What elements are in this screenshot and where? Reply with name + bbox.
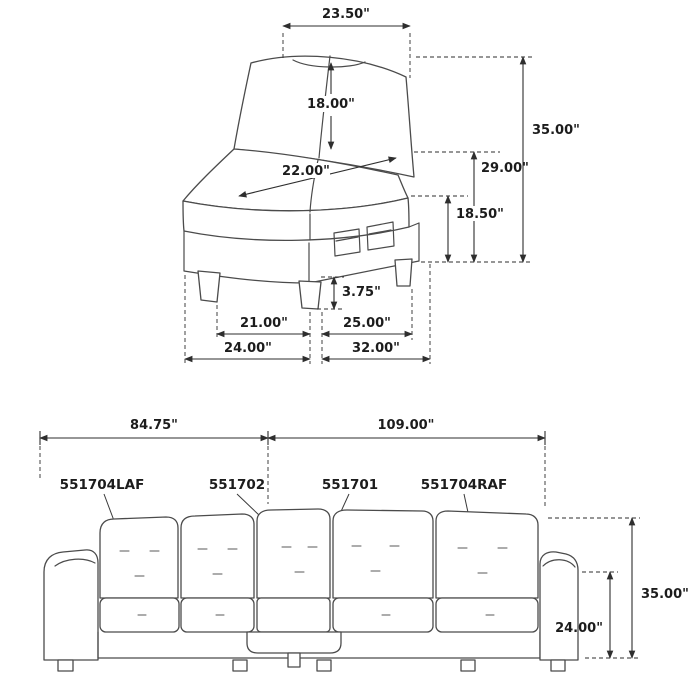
sectional-dim-left-width-label: 84.75" xyxy=(130,418,178,433)
sofa-back-cushion-4 xyxy=(435,510,539,599)
chair-dim-seat-width-label: 21.00" xyxy=(240,316,288,331)
part-label-raf-sofa: 551704RAF xyxy=(421,477,507,493)
chair-dim-overall-width-label: 24.00" xyxy=(224,341,272,356)
sectional-sofa-drawing xyxy=(43,508,579,672)
chair-drawing xyxy=(182,55,420,310)
chair-extension-lines xyxy=(184,33,532,364)
chair-dim-seat-depth-label: 22.00" xyxy=(282,164,330,179)
sofa-left-arm-crease xyxy=(54,558,96,567)
chair-dim-base-depth-label: 25.00" xyxy=(343,316,391,331)
label-backing xyxy=(308,96,354,112)
sofa-leg-mid-left xyxy=(232,659,248,672)
sectional-dim-overall-height-label: 35.00" xyxy=(641,587,689,602)
sectional-part-labels: 551704LAF 551702 551701 551704RAF xyxy=(60,477,507,527)
sectional-dimensions-right: 35.00" 24.00" xyxy=(555,517,689,659)
sectional-dim-right-width-label: 109.00" xyxy=(378,418,435,433)
chair-diagram: 23.50" 18.00" 22.00" 35.00" 29.00" 18.50… xyxy=(182,7,580,364)
chair-dim-back-height-label: 18.00" xyxy=(307,97,355,112)
chair-leg-front-center xyxy=(298,280,322,310)
chair-dim-overall-height-label: 35.00" xyxy=(532,123,580,138)
sofa-back-cushion-2 xyxy=(180,513,255,599)
sofa-right-arm xyxy=(539,551,579,661)
sofa-leg-mid-right xyxy=(460,659,476,672)
sofa-seat-cushion-corner xyxy=(256,597,331,633)
label-backing xyxy=(452,206,502,221)
sofa-corner-seat-front xyxy=(246,631,342,654)
sectional-extension-lines xyxy=(39,446,640,659)
sofa-back-cushion-corner xyxy=(256,508,331,599)
sofa-leg-right xyxy=(550,659,566,672)
tufting-marks xyxy=(119,545,508,616)
sofa-leg-corner xyxy=(287,652,301,668)
sectional-dimensions-top: 84.75" 109.00" xyxy=(39,418,640,659)
sectional-diagram: 84.75" 109.00" 551704LAF 551702 551701 5… xyxy=(39,418,689,672)
chair-side-pocket-left xyxy=(333,228,361,257)
chair-dim-overall-depth-label: 32.00" xyxy=(352,341,400,356)
chair-base xyxy=(183,222,420,284)
chair-leg-rear-right xyxy=(394,258,413,287)
sofa-right-arm-crease xyxy=(542,559,576,568)
label-backing xyxy=(282,163,330,178)
sofa-left-arm xyxy=(43,549,99,661)
chair-dimensions: 23.50" 18.00" 22.00" 35.00" 29.00" 18.50… xyxy=(184,7,580,364)
sofa-back-cushion-3 xyxy=(332,509,434,599)
part-label-corner: 551701 xyxy=(322,477,378,493)
sofa-back-cushion-1 xyxy=(99,516,179,599)
chair-leg-front-left xyxy=(197,270,221,303)
part-label-laf-sofa: 551704LAF xyxy=(60,477,145,493)
chair-dim-top-width-label: 23.50" xyxy=(322,7,370,22)
part-label-armless-chair: 551702 xyxy=(209,477,265,493)
sofa-leg-left xyxy=(57,659,74,672)
chair-back xyxy=(233,55,415,178)
part-label-leader-lines xyxy=(103,493,470,527)
chair-dim-back-height-floor-label: 29.00" xyxy=(481,161,529,176)
chair-dim-leg-height-label: 3.75" xyxy=(342,285,381,300)
sofa-leg-center xyxy=(316,659,332,672)
chair-dim-seat-height-label: 18.50" xyxy=(456,207,504,222)
chair-side-pocket-right xyxy=(366,221,395,251)
sectional-dim-back-height-label: 24.00" xyxy=(555,621,603,636)
